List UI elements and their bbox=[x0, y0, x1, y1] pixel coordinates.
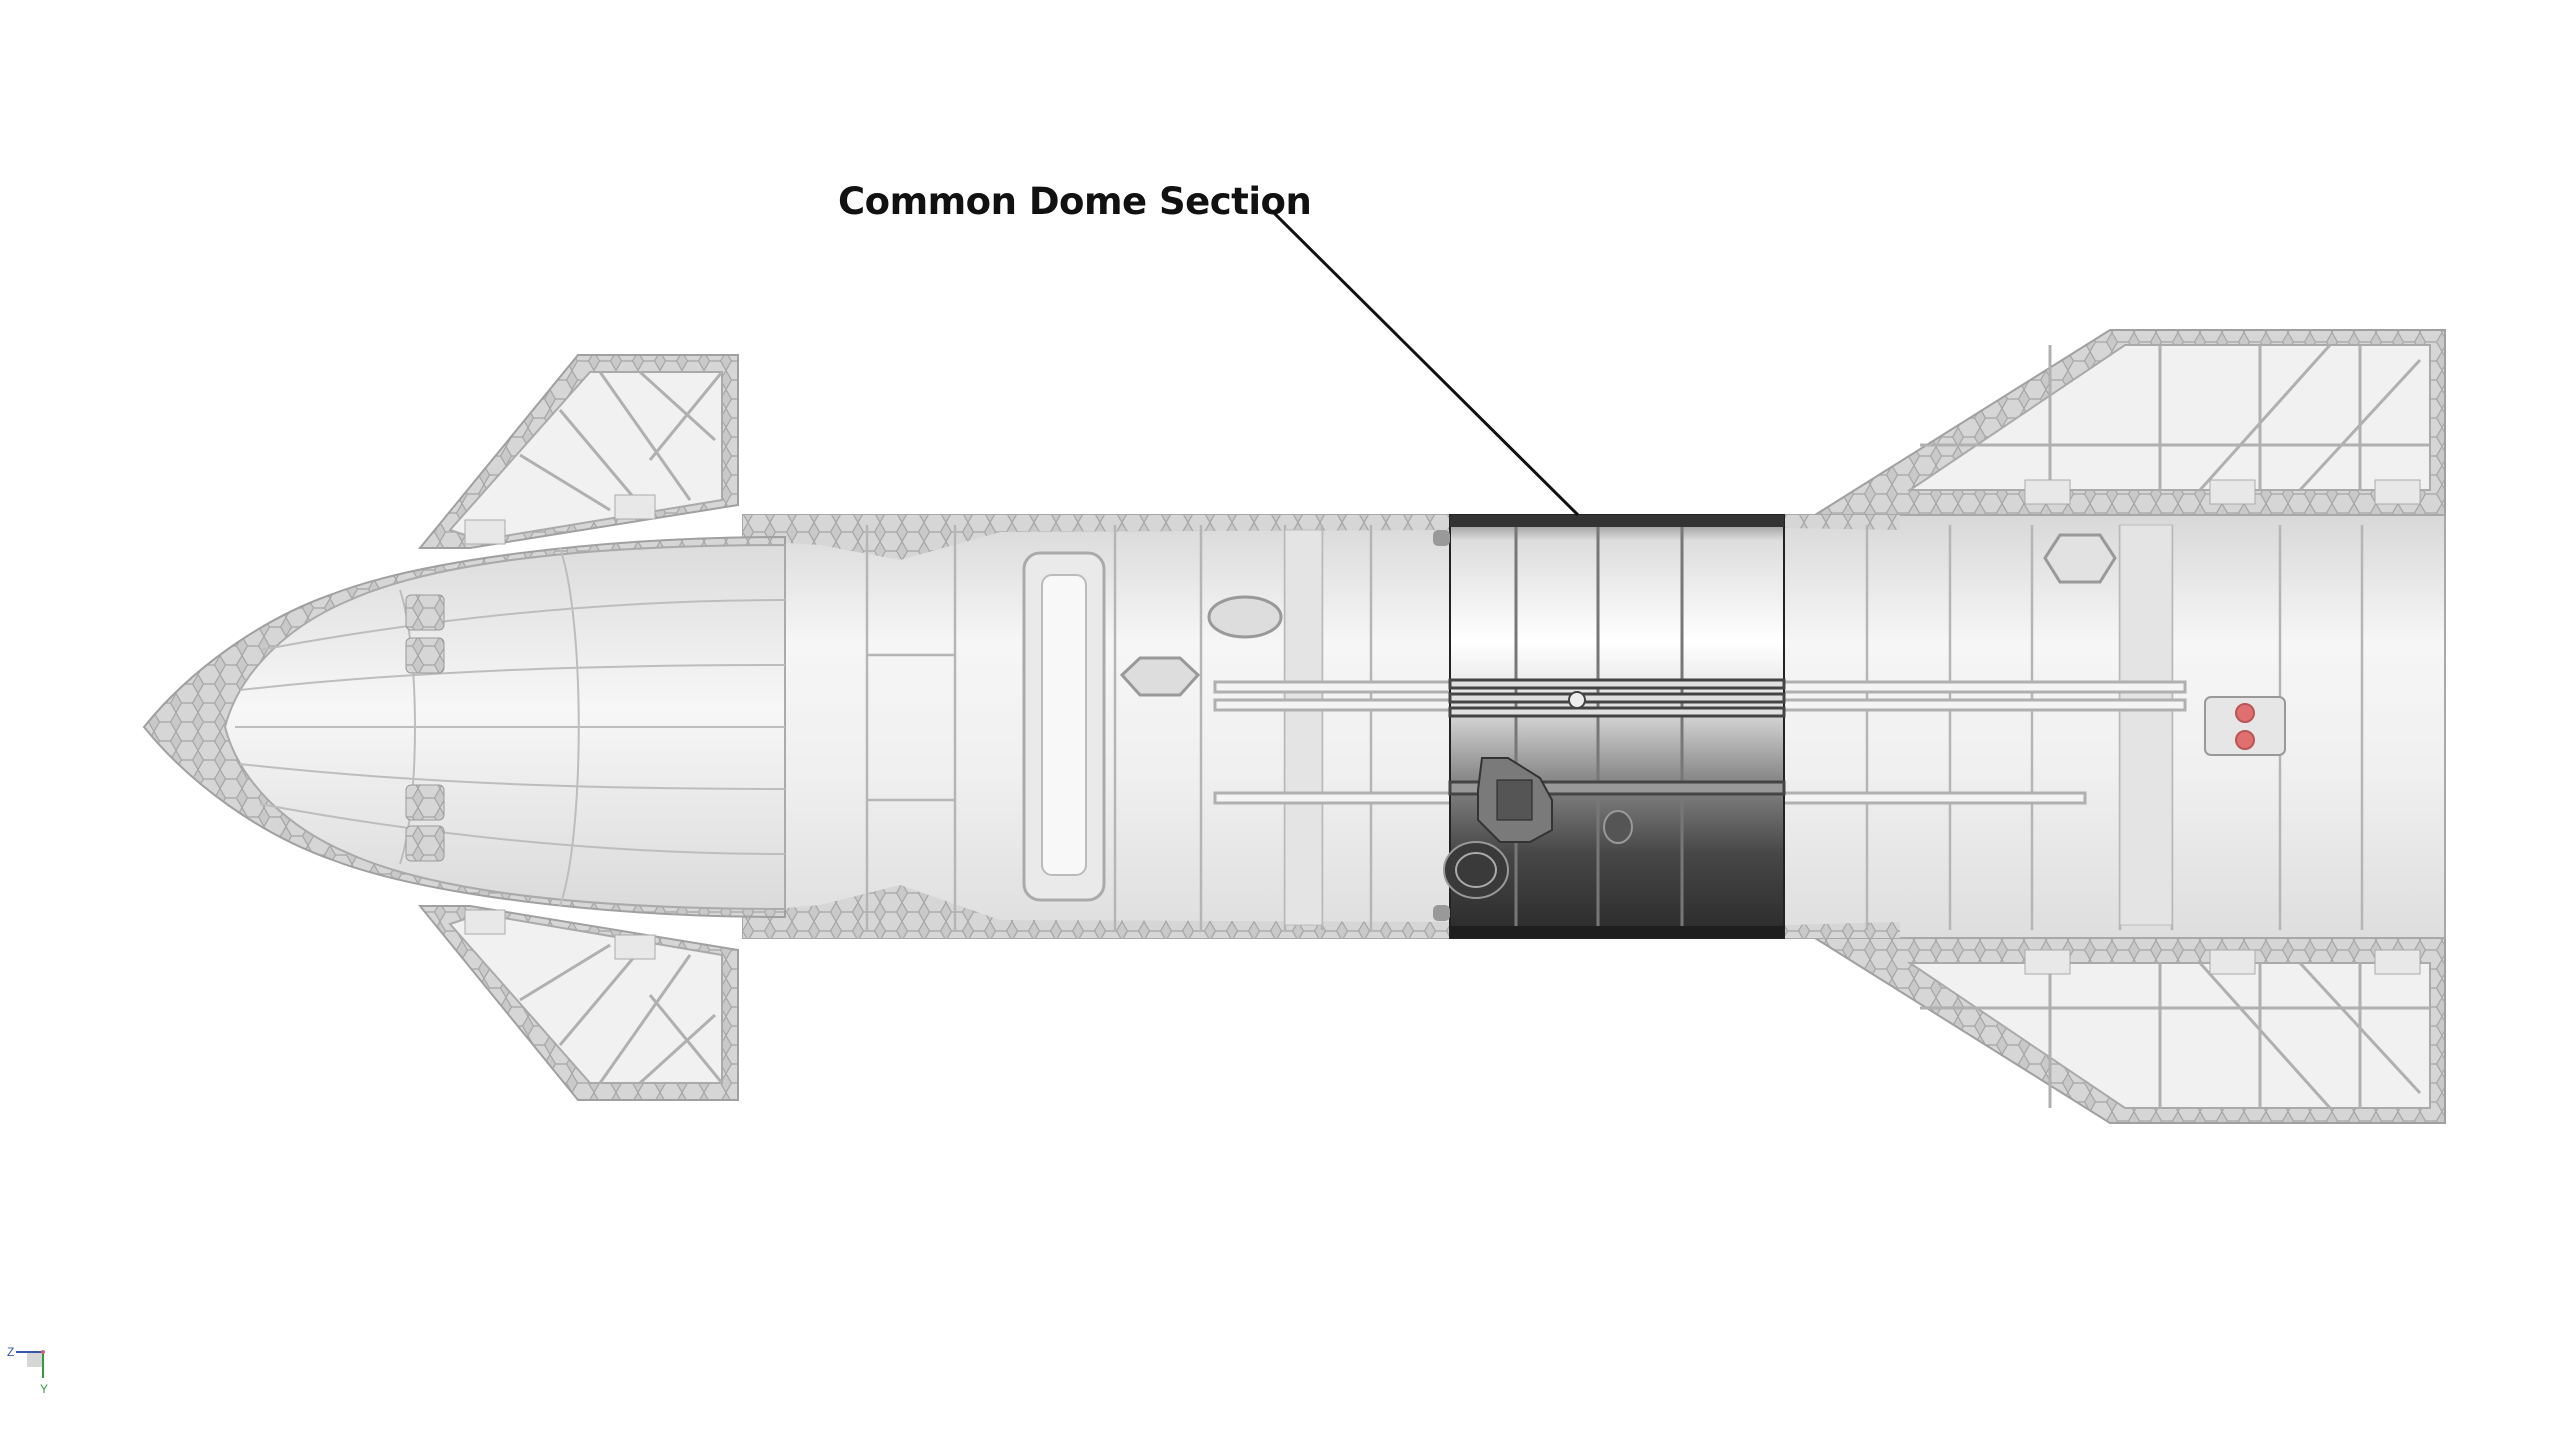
aft-flap-top bbox=[1811, 329, 2446, 516]
common-dome-section bbox=[1433, 514, 1786, 939]
callout-leader-line bbox=[1270, 209, 1580, 517]
forward-flap-top bbox=[417, 354, 739, 549]
axis-triad bbox=[16, 1350, 45, 1378]
callout-label: Common Dome Section bbox=[838, 180, 1312, 223]
valve-red-2 bbox=[2235, 730, 2255, 750]
axis-z-label: Z bbox=[7, 1345, 15, 1359]
axis-y-label: Y bbox=[40, 1382, 49, 1396]
valve-red-1 bbox=[2235, 703, 2255, 723]
nose-cone bbox=[142, 535, 786, 919]
aft-flap-bottom bbox=[1811, 937, 2446, 1124]
forward-flap-bottom bbox=[417, 905, 739, 1101]
